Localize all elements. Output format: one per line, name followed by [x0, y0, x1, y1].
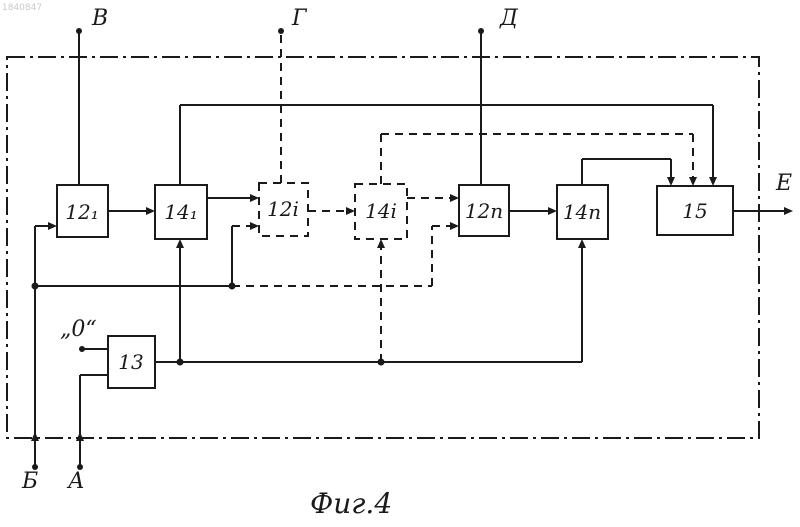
terminal-v-label: В	[91, 6, 108, 31]
arrow-into-15-c	[667, 177, 675, 186]
arrow-into-12n	[450, 194, 459, 202]
arrow-into-12i-left	[250, 222, 259, 230]
terminal-d-label: Д	[499, 6, 519, 31]
block-15-label: 15	[682, 199, 707, 223]
block-14-n-label: 14n	[563, 200, 601, 224]
block-14-n: 14n	[557, 185, 608, 239]
terminal-d-dot	[478, 28, 484, 34]
block-12-1: 12₁	[57, 185, 108, 237]
block-12-i-label: 12i	[267, 197, 299, 221]
terminal-g-label: Г	[291, 6, 308, 31]
block-14-i: 14i	[355, 184, 407, 239]
block-14-1: 14₁	[155, 185, 207, 239]
arrow-input-b	[31, 432, 39, 441]
arrow-into-14-1	[146, 207, 155, 215]
junction-13-14-1	[177, 359, 184, 366]
block-15: 15	[657, 186, 733, 235]
arrow-into-15-a	[709, 177, 717, 186]
document-number: 1840847	[2, 3, 42, 13]
arrow-input-a	[76, 432, 84, 441]
terminal-zero-label: „0“	[60, 317, 97, 342]
arrow-output-e	[784, 207, 793, 215]
block-12-n-label: 12n	[465, 199, 503, 223]
arrow-into-14n	[548, 207, 557, 215]
block-12-i: 12i	[259, 183, 308, 236]
block-12-1-label: 12₁	[65, 200, 98, 224]
arrow-into-14i	[346, 207, 355, 215]
arrow-into-14i-bottom	[377, 239, 385, 248]
arrow-into-12n-left	[450, 222, 459, 230]
arrow-into-12-1-left	[48, 222, 57, 230]
terminal-b-label: Б	[21, 469, 38, 494]
block-13-label: 13	[118, 350, 143, 374]
arrow-into-12i	[250, 194, 259, 202]
figure-caption: Фиг.4	[310, 487, 392, 520]
block-14-i-label: 14i	[365, 199, 397, 223]
wiring	[31, 28, 793, 470]
junction-b-bus	[32, 283, 39, 290]
terminal-e-label: Е	[775, 171, 792, 196]
block-14-1-label: 14₁	[164, 200, 197, 224]
arrow-into-14n-bottom	[578, 239, 586, 248]
arrow-into-14-1-bottom	[176, 239, 184, 248]
junction-b-12i	[229, 283, 236, 290]
terminal-g-dot	[278, 28, 284, 34]
arrow-into-15-b	[689, 177, 697, 186]
terminal-v-dot	[76, 28, 82, 34]
block-13: 13	[108, 336, 155, 388]
junction-13-14i	[378, 359, 385, 366]
terminal-a-label: А	[66, 469, 85, 494]
block-12-n: 12n	[459, 185, 509, 236]
